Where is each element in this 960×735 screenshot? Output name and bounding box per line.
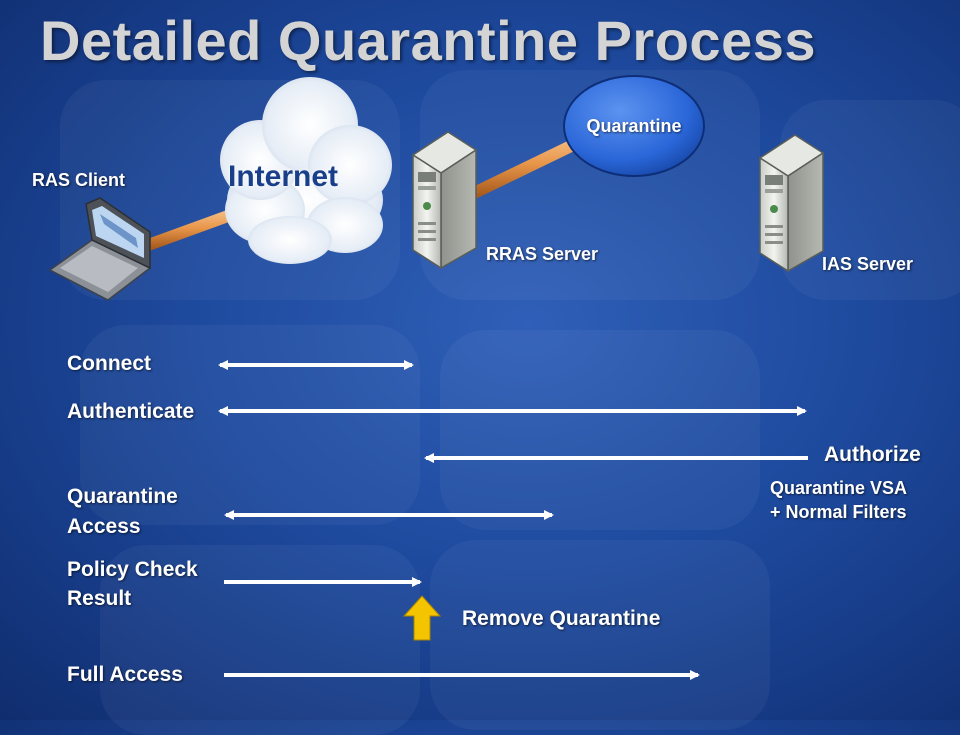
authorize-label: Authorize <box>824 443 921 466</box>
quarantine-bubble <box>563 75 705 177</box>
bg-tile <box>80 325 420 525</box>
laptop-icon <box>48 197 152 301</box>
ias-server-label: IAS Server <box>822 254 914 274</box>
policy-check-line1: Policy Check <box>67 558 198 581</box>
remove-quarantine-up-arrow-icon <box>402 595 442 641</box>
bg-tile <box>430 540 770 730</box>
authenticate-label: Authenticate <box>67 400 195 423</box>
quarantine-access-line1: Quarantine <box>67 485 178 508</box>
rras-server-label: RRAS Server <box>486 244 599 264</box>
quarantine-vsa-line2: + Normal Filters <box>770 502 907 522</box>
full-access-label: Full Access <box>67 663 183 686</box>
internet-cloud-icon <box>220 77 392 264</box>
bg-tile <box>440 330 760 530</box>
policy-check-line2: Result <box>67 587 132 610</box>
connect-label: Connect <box>67 352 151 375</box>
rras-server-icon <box>411 131 478 270</box>
quarantine-access-line2: Access <box>67 515 141 538</box>
ias-server-icon <box>758 134 825 273</box>
page-title: Detailed Quarantine Process <box>40 9 817 72</box>
remove-quarantine-label: Remove Quarantine <box>462 607 661 630</box>
quarantine-vsa-line1: Quarantine VSA <box>770 478 908 498</box>
internet-label: Internet <box>228 160 339 193</box>
quarantine-label: Quarantine <box>586 116 682 136</box>
network-diagram <box>48 75 825 680</box>
ras-client-label: RAS Client <box>32 170 126 190</box>
bg-tile <box>100 545 420 735</box>
